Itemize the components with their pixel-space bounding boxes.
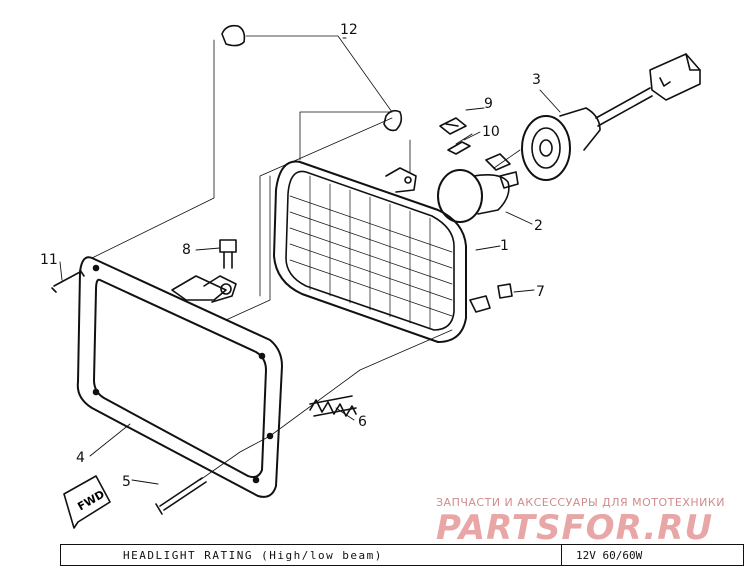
headlight-bulb — [437, 153, 519, 223]
callout-7: 7 — [536, 284, 545, 300]
bulb-socket — [521, 53, 701, 181]
mounting-screw — [51, 269, 85, 293]
fwd-label: FWD — [75, 488, 106, 514]
adjuster-spring — [309, 395, 357, 417]
callout-2: 2 — [534, 218, 543, 234]
adjusting-screw — [219, 239, 237, 269]
callout-3: 3 — [532, 72, 541, 88]
long-screw — [155, 477, 207, 515]
callout-8: 8 — [182, 242, 191, 258]
retaining-clip — [497, 283, 513, 299]
callout-12: 12 — [340, 22, 358, 38]
callout-6: 6 — [358, 414, 367, 430]
callout-9: 9 — [484, 96, 493, 112]
fwd-label-container: FWD — [75, 488, 106, 514]
rating-label: HEADLIGHT RATING (High/low beam) — [123, 549, 383, 562]
watermark-subtitle: ЗАПЧАСТИ И АКСЕССУАРЫ ДЛЯ МОТОТЕХНИКИ — [436, 496, 725, 509]
callout-10: 10 — [482, 124, 500, 140]
watermark-logo: PARTSFOR.RU — [436, 508, 714, 548]
fwd-arrow-icon — [63, 475, 111, 529]
headlight-exploded-diagram — [51, 24, 701, 529]
callout-11: 11 — [40, 252, 58, 268]
sealed-beam-unit — [273, 160, 491, 343]
rubber-boots — [221, 24, 403, 132]
callout-4: 4 — [76, 450, 85, 466]
headlight-rim — [76, 256, 283, 498]
rating-value: 12V 60/60W — [561, 545, 743, 565]
callout-5: 5 — [122, 474, 131, 490]
small-clips — [439, 117, 471, 155]
rating-table: HEADLIGHT RATING (High/low beam) 12V 60/… — [60, 544, 744, 566]
callout-1: 1 — [500, 238, 509, 254]
